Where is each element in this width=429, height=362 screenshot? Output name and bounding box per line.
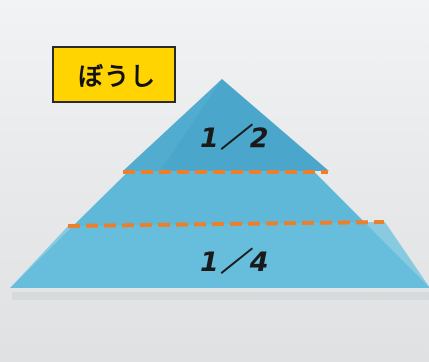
title-label: ぼうし [78,61,157,91]
lower-fold-band [10,222,429,288]
title-label-box: ぼうし [52,46,176,103]
fraction-half-label: 1／2 [200,123,271,154]
paper-shadow [12,292,429,300]
fold-line-quarter [67,220,385,228]
fraction-quarter-label: 1／4 [200,247,271,278]
